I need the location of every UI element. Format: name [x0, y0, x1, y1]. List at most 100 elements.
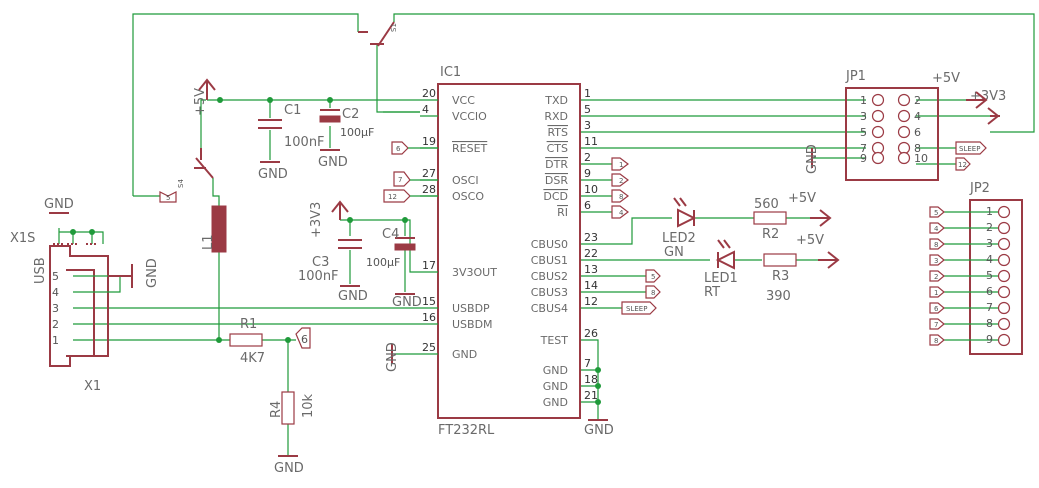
s1-ref: S1	[390, 23, 398, 32]
ic1-pin-number: 10	[584, 183, 598, 196]
jp2-pin-number: 4	[986, 253, 993, 266]
r4-value: 10k	[301, 393, 316, 418]
jp1-pin-pad	[871, 141, 885, 155]
dcd-tag-label: 8	[619, 193, 623, 201]
resistor-r3: R3 390 +5V	[763, 233, 840, 304]
inductor-l1: L1	[201, 205, 227, 253]
capacitor-c4: C4 100µF GND	[366, 227, 422, 310]
led1-symbol	[715, 250, 735, 270]
ic1-pin-number: 4	[422, 103, 429, 116]
jp2-net-tag	[929, 318, 945, 330]
r3-supply: +5V	[796, 233, 824, 248]
jp2-net-tag	[929, 286, 945, 298]
junction	[402, 217, 408, 223]
ic1-pin-number: 19	[422, 135, 436, 148]
ic1-pin-name: CBUS0	[531, 238, 568, 251]
jp2-pin-pad	[997, 269, 1011, 283]
ic1-pin-name: CBUS1	[531, 254, 568, 267]
jp2-pin-pad	[997, 301, 1011, 315]
jp1-pin-pad	[897, 151, 911, 165]
r3-body	[763, 253, 797, 267]
ic1-pin-name: 3V3OUT	[452, 266, 497, 279]
r3-value: 390	[766, 289, 791, 304]
dcd-tag	[611, 189, 629, 203]
jp2-pin-pad	[997, 221, 1011, 235]
jp2-pin-number: 1	[986, 205, 993, 218]
resistor-r2: 560 R2 +5V	[753, 191, 832, 242]
jp2-pin-pad	[997, 205, 1011, 219]
junction	[217, 97, 223, 103]
ic1-pin-number: 2	[584, 151, 591, 164]
s1-contact	[358, 21, 395, 47]
jp1-pin-pad	[871, 125, 885, 139]
c2-plate-bottom	[319, 115, 341, 123]
capacitor-c3: C3 100nF GND	[298, 239, 368, 304]
ic1-body	[437, 83, 581, 419]
r3-ref: R3	[772, 269, 789, 284]
jp1-pin-pad	[897, 109, 911, 123]
jp1-pin-pad	[871, 151, 885, 165]
jp2-pin-number: 8	[986, 317, 993, 330]
jp2-pin-pad	[997, 333, 1011, 347]
wire-s4-up	[200, 99, 206, 148]
jp2-ref: JP2	[969, 181, 990, 196]
r2-value: 560	[754, 197, 779, 212]
jp2-net-tag-label: 6	[934, 305, 939, 313]
resistor-r1: R1 4K7 6	[229, 317, 311, 366]
led2: LED2 GN	[662, 197, 697, 260]
l1-body	[211, 205, 227, 253]
jp2-net-tag	[929, 302, 945, 314]
jp2-net-tag-label: 3	[934, 257, 938, 265]
ic1-pin-name: TEST	[540, 334, 569, 347]
dtr-tag	[611, 157, 629, 171]
dsr-tag	[611, 173, 629, 187]
ic1-pin-name: VCC	[452, 94, 475, 107]
switch-s4: S4 5	[159, 148, 214, 203]
usb-pin5-gnd-label: GND	[145, 258, 160, 288]
ic1-pin-name: OSCO	[452, 190, 484, 203]
ic1-pin-name: TXD	[544, 94, 568, 107]
jp1-pin-number: 10	[914, 152, 928, 165]
jp2-net-tag-label: 2	[934, 273, 938, 281]
jp2-pin-number: 3	[986, 237, 993, 250]
resistor-r4: R4 10k GND	[269, 391, 316, 476]
ic1-pin-name: GND	[543, 380, 568, 393]
ic1-pin-number: 20	[422, 87, 436, 100]
ic1-pin-name: DCD	[543, 190, 568, 203]
jp2-pin-number: 5	[986, 269, 993, 282]
ic1-pin-name: VCCIO	[452, 110, 487, 123]
ic1-pin-name: CBUS2	[531, 270, 568, 283]
c3-value: 100nF	[298, 269, 339, 284]
jp2-net-tag-label: 8	[934, 337, 938, 345]
jp2-pin-number: 7	[986, 301, 993, 314]
junction	[89, 229, 95, 235]
ic1: IC1 FT232RL 20VCC4VCCIO19RESET27OSCI28OS…	[420, 65, 598, 438]
ic1-pin-name: OSCI	[452, 174, 479, 187]
r1-node-tag	[295, 327, 311, 349]
led2-ref: LED2	[662, 231, 696, 246]
supply-arrow-icon	[198, 78, 216, 100]
r1-value: 4K7	[240, 351, 265, 366]
junction	[285, 337, 291, 343]
usb-pin-number: 4	[52, 286, 59, 299]
ic1-pin-number: 21	[584, 389, 598, 402]
jp1-12-tag-label: 12	[958, 161, 967, 169]
cbus4-sleep-tag	[621, 301, 657, 315]
r2-body	[753, 211, 787, 225]
c1-ref: C1	[284, 103, 301, 118]
jp2-net-tag	[929, 254, 945, 266]
ic1-pin-number: 3	[584, 119, 591, 132]
wire-test-gnd	[580, 339, 599, 420]
c2-ref: C2	[342, 107, 359, 122]
junction	[595, 399, 601, 405]
ic1-pin-name: CBUS3	[531, 286, 568, 299]
usb-shield-gnd: GND	[44, 197, 74, 212]
led2-symbol	[677, 208, 697, 228]
r1-body	[229, 333, 263, 347]
cbus2-tag-label: 5	[651, 273, 655, 281]
jp1-pin-number: 3	[860, 110, 867, 123]
usb-pin-number: 5	[52, 270, 59, 283]
supply-3v3: +3V3	[309, 200, 349, 238]
